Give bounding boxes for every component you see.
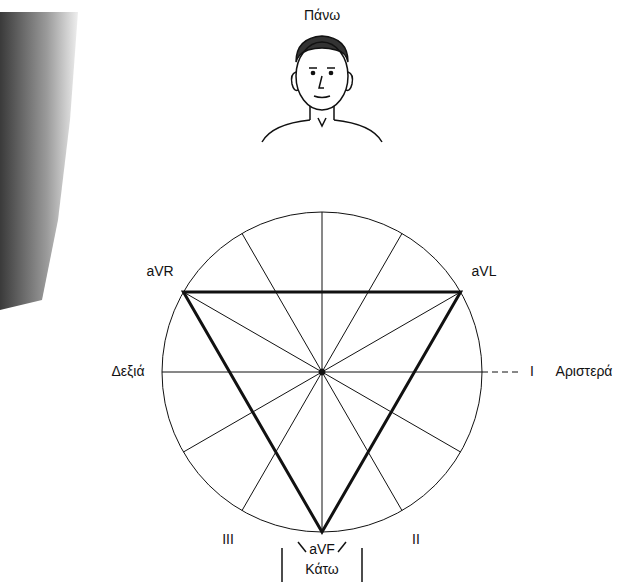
- direction-label: Κάτω: [305, 562, 339, 577]
- lead-label: aVL: [472, 264, 497, 279]
- direction-label: Δεξιά: [111, 364, 144, 379]
- reference-circle: [162, 212, 520, 532]
- lead-label: III: [222, 532, 234, 547]
- axis-spoke: [183, 292, 460, 452]
- axis-spoke: [242, 233, 402, 510]
- einthoven-triangle: [183, 292, 460, 532]
- bottom-bracket: [282, 542, 362, 582]
- lead-label: I: [530, 364, 534, 379]
- direction-label: Πάνω: [304, 8, 340, 23]
- lead-label: aVF: [309, 542, 335, 557]
- lead-label: aVR: [146, 264, 173, 279]
- head-figure: [262, 36, 382, 142]
- lead-label: II: [412, 532, 420, 547]
- scan-shadow: [0, 12, 78, 310]
- direction-label: Αριστερά: [556, 364, 613, 379]
